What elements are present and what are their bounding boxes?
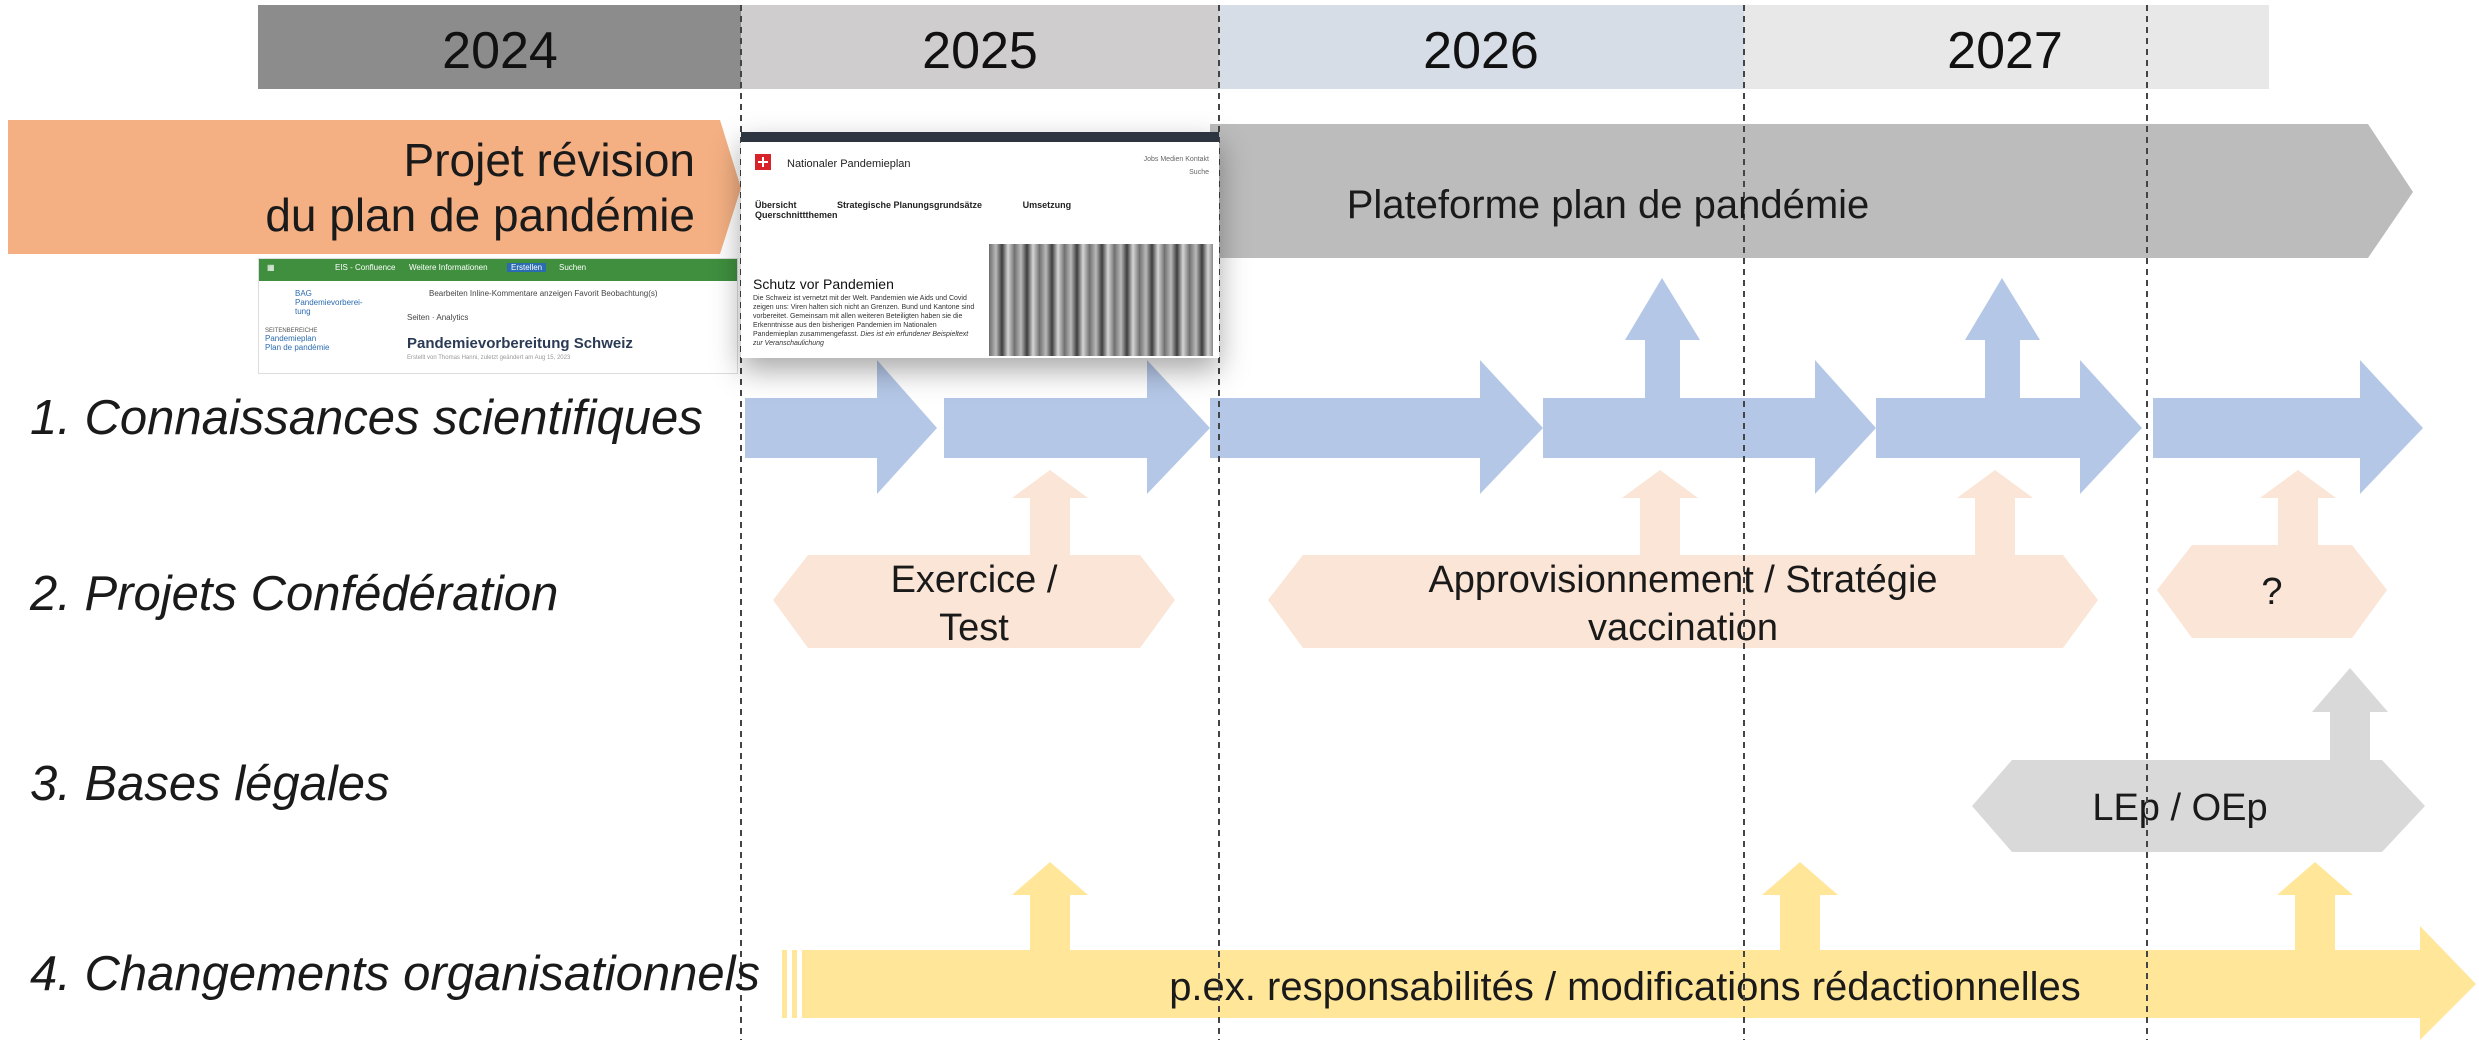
lane-label-science: 1. Connaissances scientifiques <box>30 391 703 445</box>
organizational-up-arrow <box>1762 862 1838 955</box>
project-label-line-2: du plan de pandémie <box>265 189 695 241</box>
site-top-bar <box>741 132 1219 142</box>
organizational-label: p.ex. responsabilités / modifications ré… <box>1169 965 2081 1009</box>
site-links: Jobs Medien Kontakt <box>1143 156 1209 163</box>
year-header: 2024 2025 2026 2027 <box>258 5 2269 89</box>
project-arrow <box>8 120 741 254</box>
crowd-photo <box>989 244 1213 356</box>
unknown-hexagon <box>2157 545 2387 638</box>
site-nav: Übersicht Strategische Planungsgrundsätz… <box>755 200 1219 220</box>
unknown-label: ? <box>2261 571 2282 613</box>
organizational-arrow <box>802 926 2476 1040</box>
site-body-note: Dies ist ein erfundener Beispieltext zur… <box>753 331 969 347</box>
science-arrow <box>745 360 937 494</box>
confluence-page-meta: Erstellt von Thomas Hanni, zuletzt geänd… <box>407 355 571 361</box>
confederation-up-arrow <box>2260 470 2336 560</box>
organizational-lane <box>782 862 2476 1040</box>
lane-label-confederation: 2. Projets Confédération <box>30 567 559 621</box>
site-nav-item: Strategische Planungsgrundsätze <box>837 200 983 210</box>
confluence-sidebar: BAG Pandemievorberei- tung SEITENBEREICH… <box>265 289 375 352</box>
procurement-label-line-2: vaccination <box>1588 607 1778 649</box>
confederation-up-arrow <box>1622 470 1698 560</box>
year-dividers <box>740 5 2148 1040</box>
science-arrow <box>1543 360 1876 494</box>
space-name-line: Pandemievorberei- <box>295 298 363 307</box>
legal-label: LEp / OEp <box>2092 787 2267 829</box>
site-search: Suche <box>1189 169 1209 176</box>
app-grid-icon: ▦ <box>267 263 275 272</box>
science-up-arrow <box>1625 278 1700 410</box>
project-label-line-1: Projet révision <box>404 134 695 186</box>
confluence-breadcrumb: Seiten · Analytics <box>407 313 469 322</box>
year-band-2024 <box>258 5 741 89</box>
year-label-2025: 2025 <box>922 22 1038 80</box>
science-arrow <box>1210 360 1543 494</box>
space-name-line: tung <box>295 307 311 316</box>
confluence-page-title: Pandemievorbereitung Schweiz <box>407 335 633 352</box>
sidebar-section: SEITENBEREICHE <box>265 328 318 334</box>
lane-label-legal: 3. Bases légales <box>30 757 390 811</box>
science-arrow <box>2153 360 2423 494</box>
confederation-lane <box>773 470 2387 648</box>
procurement-label-line-1: Approvisionnement / Stratégie <box>1428 559 1937 601</box>
year-band-2026 <box>1219 5 1744 89</box>
legal-up-arrow <box>2312 668 2388 775</box>
site-nav-item: Querschnittthemen <box>755 210 838 220</box>
confluence-top-bar: ▦ EIS - Confluence Weitere Informationen… <box>259 259 737 281</box>
lane-label-organizational: 4. Changements organisationnels <box>30 947 761 1001</box>
confederation-up-arrow <box>1012 470 1088 560</box>
confluence-menu: Weitere Informationen <box>409 263 488 272</box>
science-lane <box>745 278 2423 494</box>
legal-lane <box>1972 668 2425 852</box>
organizational-up-arrow <box>1012 862 1088 955</box>
procurement-hexagon <box>1268 555 2098 648</box>
science-arrow <box>944 360 1210 494</box>
pandemieplan-screenshot: Nationaler Pandemieplan Jobs Medien Kont… <box>741 132 1219 358</box>
platform-arrow <box>1210 124 2413 258</box>
organizational-arrow-stripe <box>782 950 787 1018</box>
exercise-hexagon <box>773 555 1175 648</box>
confederation-up-arrow <box>1957 470 2033 560</box>
platform-label: Plateforme plan de pandémie <box>1347 183 1870 227</box>
year-band-2025 <box>741 5 1219 89</box>
organizational-arrow-stripe <box>792 950 797 1018</box>
year-band-2027 <box>1744 5 2269 89</box>
site-nav-item: Umsetzung <box>1022 200 1072 210</box>
confluence-create-button: Erstellen <box>507 263 547 272</box>
site-nav-item: Übersicht <box>755 200 797 210</box>
site-top-links: Jobs Medien Kontakt Suche <box>1144 156 1209 176</box>
exercise-label-line-2: Test <box>939 607 1009 649</box>
site-body: Die Schweiz ist vernetzt mit der Welt. P… <box>753 294 975 348</box>
organizational-up-arrow <box>2277 862 2353 955</box>
exercise-label-line-1: Exercice / <box>891 559 1058 601</box>
science-up-arrow <box>1965 278 2040 410</box>
confluence-app-name: EIS - Confluence <box>335 263 396 272</box>
legal-hexagon <box>1972 760 2425 852</box>
swiss-flag-icon <box>755 154 771 170</box>
site-heading: Schutz vor Pandemien <box>753 276 894 292</box>
confluence-search: Suchen <box>559 263 587 272</box>
confluence-actions: Bearbeiten Inline-Kommentare anzeigen Fa… <box>429 289 658 298</box>
year-label-2024: 2024 <box>442 22 558 80</box>
sidebar-item: Pandemieplan <box>265 334 317 343</box>
sidebar-item: Plan de pandémie <box>265 343 330 352</box>
confluence-screenshot: ▦ EIS - Confluence Weitere Informationen… <box>258 258 738 374</box>
site-body-text: Die Schweiz ist vernetzt mit der Welt. P… <box>753 295 975 338</box>
year-label-2027: 2027 <box>1947 22 2063 80</box>
science-arrow <box>1876 360 2142 494</box>
space-name-line: BAG <box>295 289 312 298</box>
year-label-2026: 2026 <box>1423 22 1539 80</box>
site-title: Nationaler Pandemieplan <box>787 158 911 170</box>
